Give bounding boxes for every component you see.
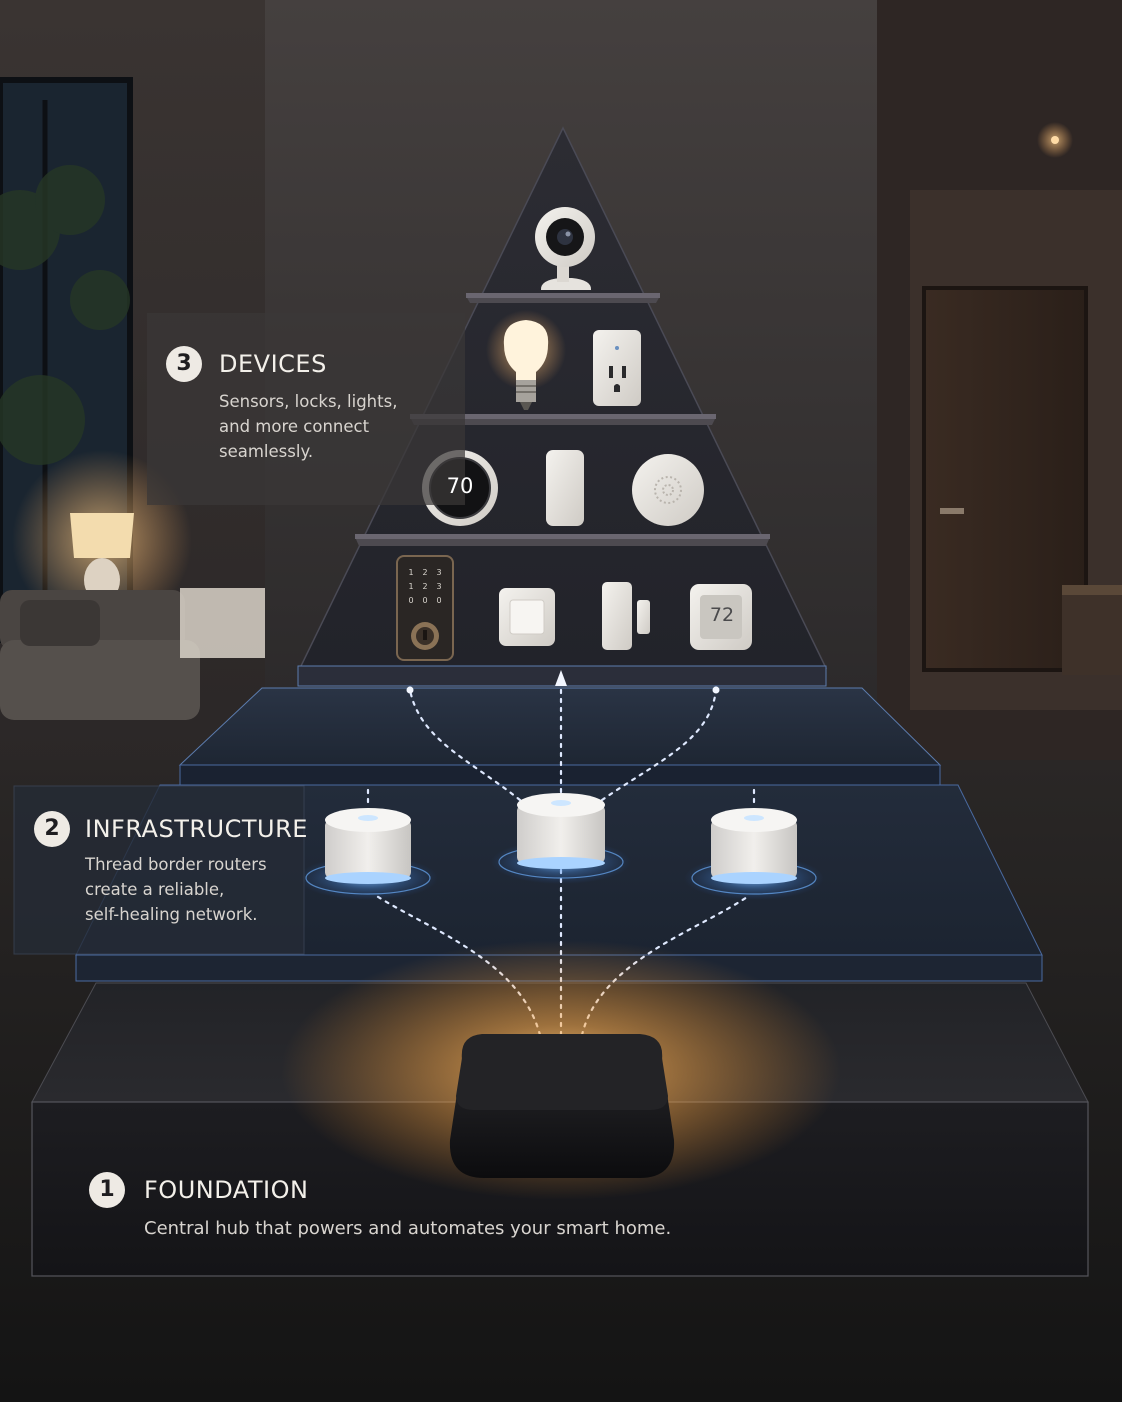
svg-text:0: 0 bbox=[422, 596, 427, 605]
layer-number-badge: 1 bbox=[89, 1172, 125, 1208]
square-thermostat-icon bbox=[690, 584, 752, 650]
border-routers bbox=[298, 793, 824, 900]
svg-text:1: 1 bbox=[408, 568, 413, 577]
network-arrows bbox=[406, 670, 720, 694]
description-line: Sensors, locks, lights, bbox=[219, 392, 398, 411]
sofa bbox=[0, 590, 200, 720]
hub-icon bbox=[281, 940, 841, 1200]
layer-description: Thread border routers create a reliable,… bbox=[85, 852, 267, 927]
description-line: seamlessly. bbox=[219, 442, 314, 461]
contact-sensor-icon bbox=[546, 450, 584, 526]
layer-description: Central hub that powers and automates yo… bbox=[144, 1216, 671, 1241]
security-camera-icon bbox=[535, 207, 595, 290]
smoke-detector-icon bbox=[632, 454, 704, 526]
svg-text:2: 2 bbox=[422, 582, 427, 591]
svg-text:2: 2 bbox=[422, 568, 427, 577]
devices-panel bbox=[147, 313, 465, 505]
thermostat-temperature-readout: 70 bbox=[446, 474, 474, 498]
layer-description: Sensors, locks, lights, and more connect… bbox=[219, 389, 397, 464]
layer-title: INFRASTRUCTURE bbox=[85, 815, 308, 843]
smart-plug-icon bbox=[593, 330, 641, 406]
border-router-icon bbox=[298, 808, 438, 900]
svg-text:3: 3 bbox=[436, 582, 441, 591]
svg-text:3: 3 bbox=[436, 568, 441, 577]
layer-number-badge: 3 bbox=[166, 346, 202, 382]
description-line: create a reliable, bbox=[85, 880, 225, 899]
door bbox=[922, 286, 1088, 672]
layer-title: FOUNDATION bbox=[144, 1176, 309, 1204]
wall-switch-icon bbox=[499, 588, 555, 646]
border-router-icon bbox=[684, 808, 824, 900]
door-sensor-icon bbox=[602, 582, 650, 650]
light-bulb-icon bbox=[486, 310, 566, 410]
description-line: self-healing network. bbox=[85, 905, 258, 924]
description-line: and more connect bbox=[219, 417, 370, 436]
border-router-icon bbox=[491, 793, 631, 884]
svg-text:0: 0 bbox=[436, 596, 441, 605]
layer-title: DEVICES bbox=[219, 350, 327, 378]
thermostat-temperature-readout: 72 bbox=[709, 604, 735, 626]
svg-text:0: 0 bbox=[408, 596, 413, 605]
description-line: Thread border routers bbox=[85, 855, 267, 874]
layer-number-badge: 2 bbox=[34, 811, 70, 847]
svg-text:1: 1 bbox=[408, 582, 413, 591]
description-line: Central hub that powers and automates yo… bbox=[144, 1218, 672, 1239]
